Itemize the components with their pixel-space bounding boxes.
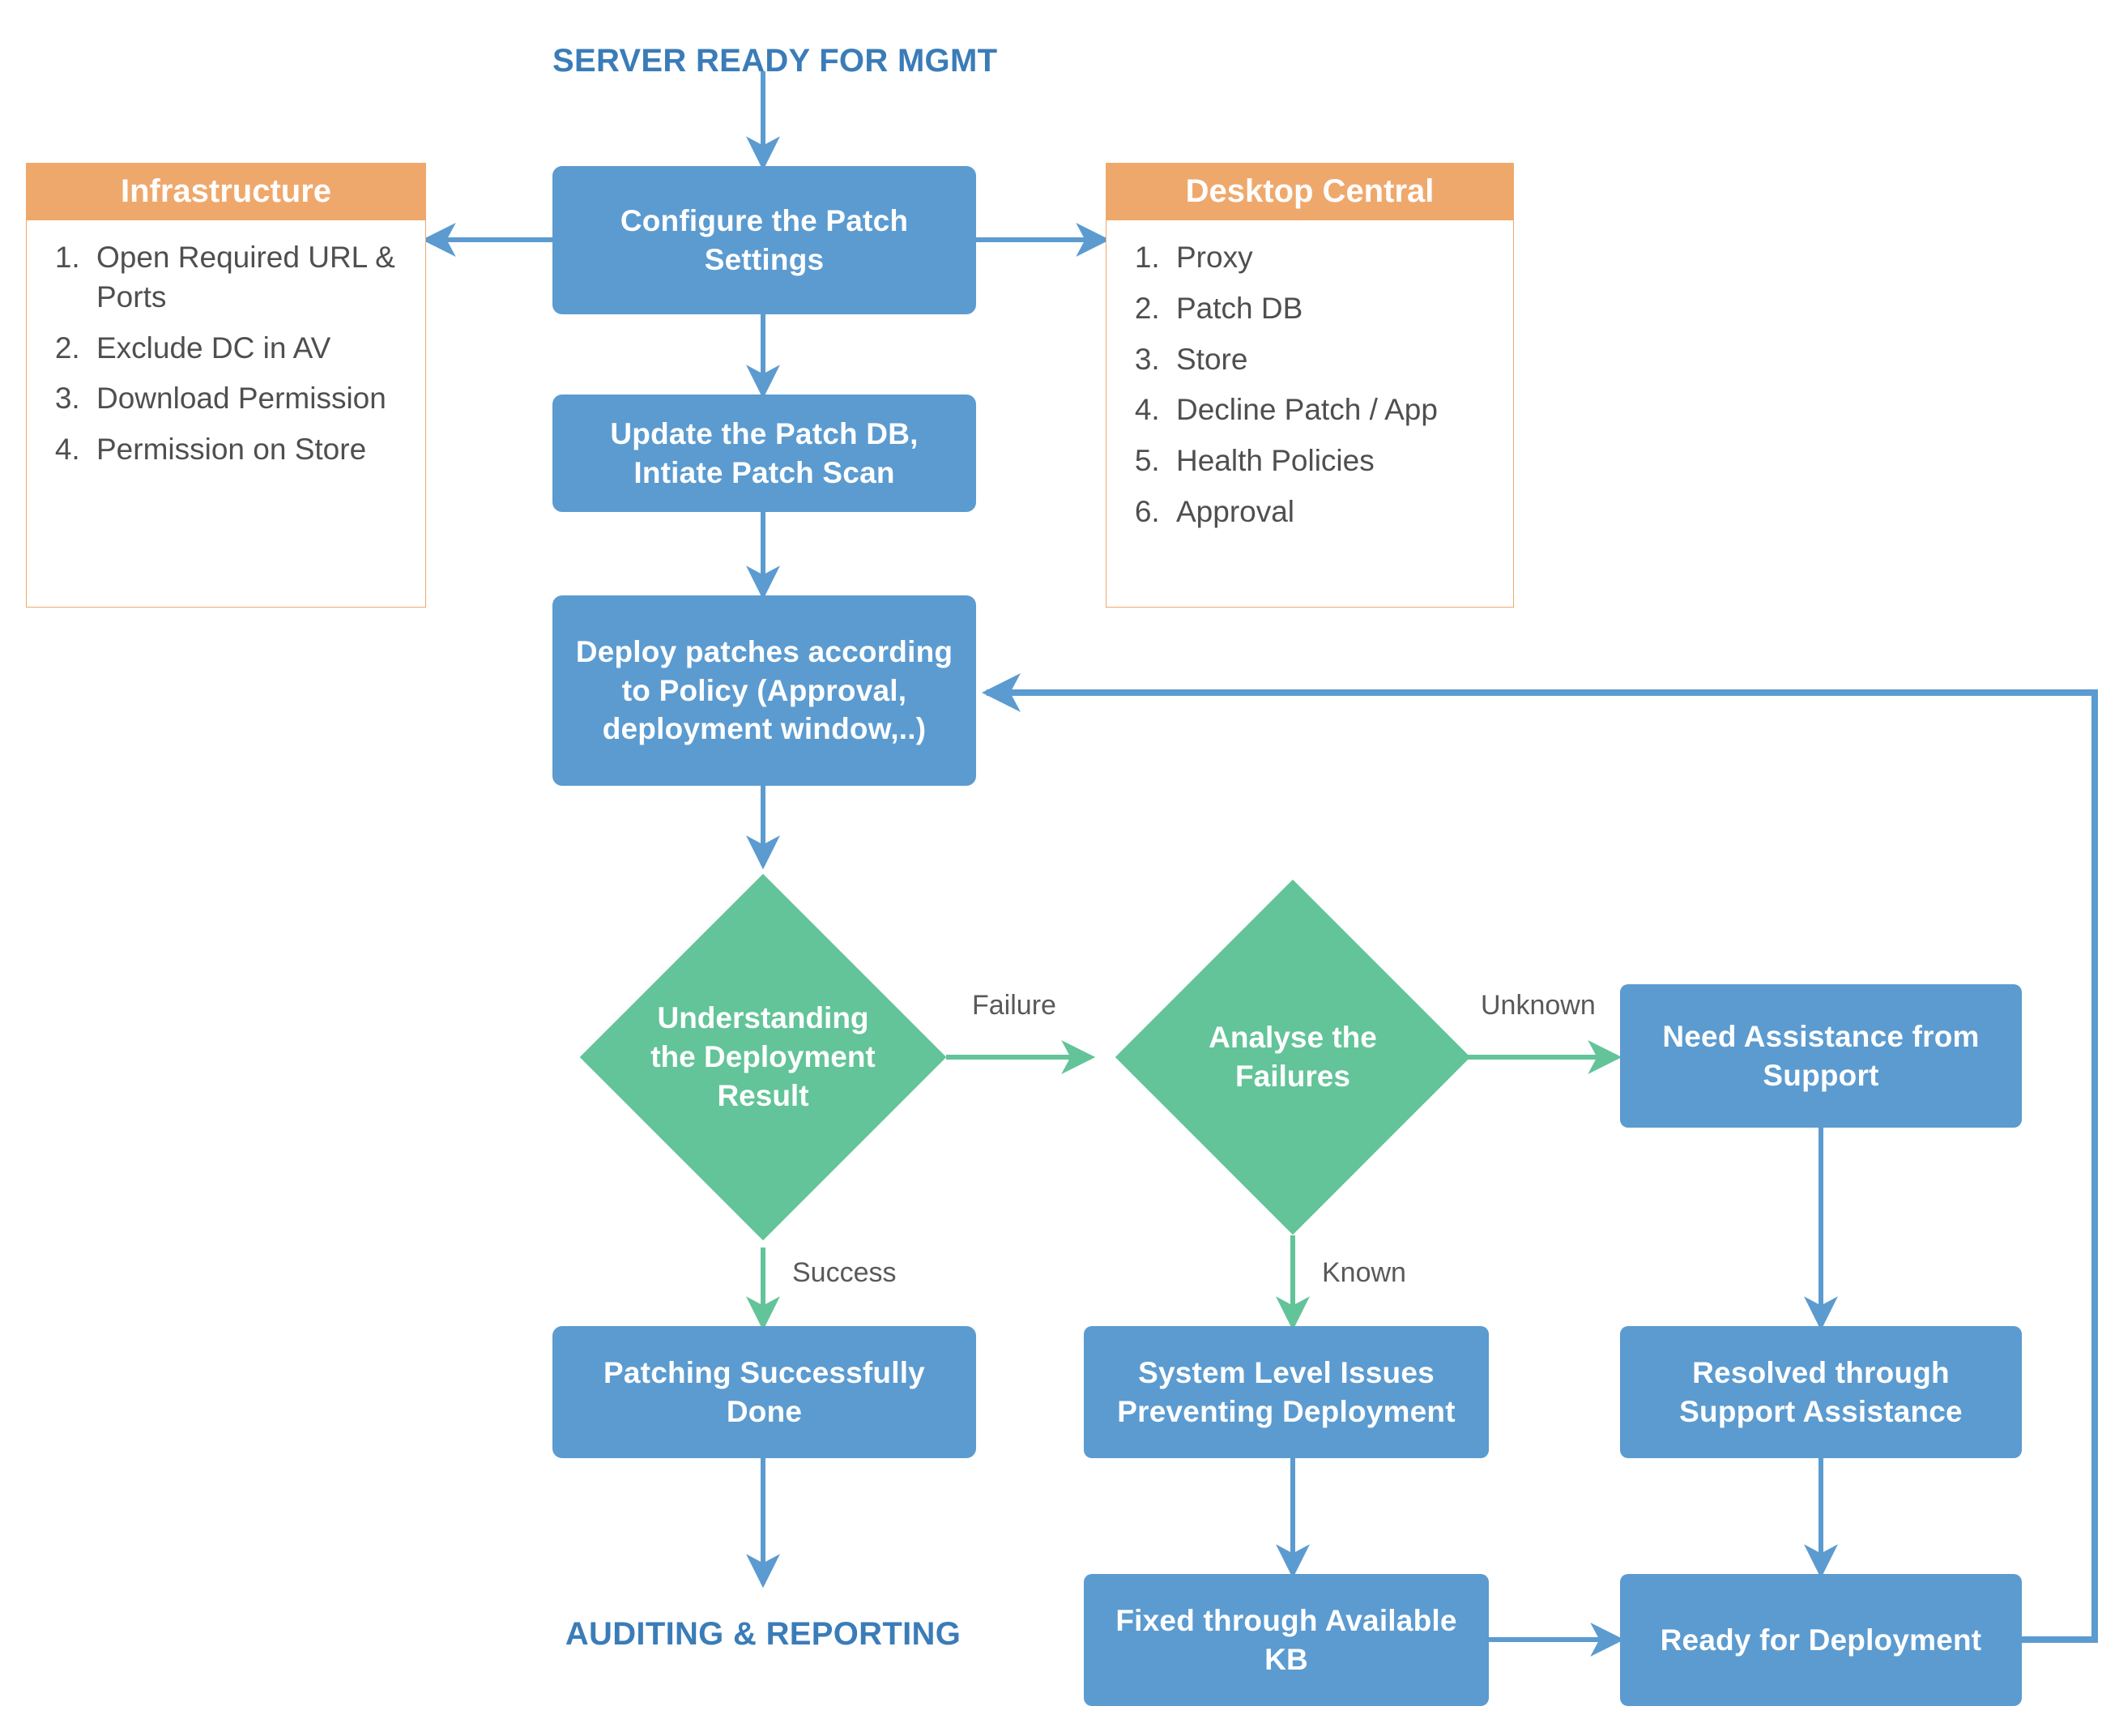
node-understanding-deployment-result[interactable]: Understanding the Deployment Result [579, 873, 947, 1241]
panel-desktop-central: Desktop Central Proxy Patch DB Store Dec… [1106, 163, 1514, 608]
list-item: Health Policies [1168, 441, 1497, 481]
list-item: Patch DB [1168, 289, 1497, 329]
edge-label-unknown: Unknown [1481, 990, 1596, 1021]
panel-desktop-central-body: Proxy Patch DB Store Decline Patch / App… [1106, 220, 1513, 552]
node-fixed-through-available-kb[interactable]: Fixed through Available KB [1084, 1574, 1489, 1706]
panel-infrastructure: Infrastructure Open Required URL & Ports… [26, 163, 426, 608]
diagram-title-top: SERVER READY FOR MGMT [552, 43, 998, 79]
list-item: Proxy [1168, 238, 1497, 278]
node-label: Understanding the Deployment Result [650, 1000, 876, 1113]
edge-ready-to-deploy-feedback [982, 673, 2098, 1643]
node-analyse-the-failures[interactable]: Analyse the Failures [1115, 879, 1471, 1235]
panel-desktop-central-header: Desktop Central [1106, 164, 1513, 220]
node-update-patch-db[interactable]: Update the Patch DB, Intiate Patch Scan [552, 395, 976, 512]
edge-label-known: Known [1322, 1257, 1406, 1288]
node-ready-for-deployment[interactable]: Ready for Deployment [1620, 1574, 2022, 1706]
list-item: Exclude DC in AV [88, 329, 401, 369]
node-resolved-through-support-assistance[interactable]: Resolved through Support Assistance [1620, 1326, 2022, 1458]
edge-label-success: Success [792, 1257, 897, 1288]
node-label: Analyse the Failures [1209, 1020, 1377, 1093]
node-system-level-issues[interactable]: System Level Issues Preventing Deploymen… [1084, 1326, 1489, 1458]
list-item: Permission on Store [88, 430, 401, 470]
node-deploy-patches[interactable]: Deploy patches according to Policy (Appr… [552, 595, 976, 786]
panel-infrastructure-body: Open Required URL & Ports Exclude DC in … [27, 220, 425, 489]
node-patching-successfully-done[interactable]: Patching Successfully Done [552, 1326, 976, 1458]
list-item: Approval [1168, 493, 1497, 532]
list-item: Open Required URL & Ports [88, 238, 401, 318]
list-item: Store [1168, 340, 1497, 380]
list-item: Download Permission [88, 379, 401, 419]
edge-label-failure: Failure [972, 990, 1056, 1021]
node-configure-patch-settings[interactable]: Configure the Patch Settings [552, 166, 976, 314]
panel-infrastructure-header: Infrastructure [27, 164, 425, 220]
list-item: Decline Patch / App [1168, 390, 1497, 430]
diagram-title-bottom: AUDITING & REPORTING [565, 1616, 961, 1652]
node-need-assistance-from-support[interactable]: Need Assistance from Support [1620, 984, 2022, 1128]
